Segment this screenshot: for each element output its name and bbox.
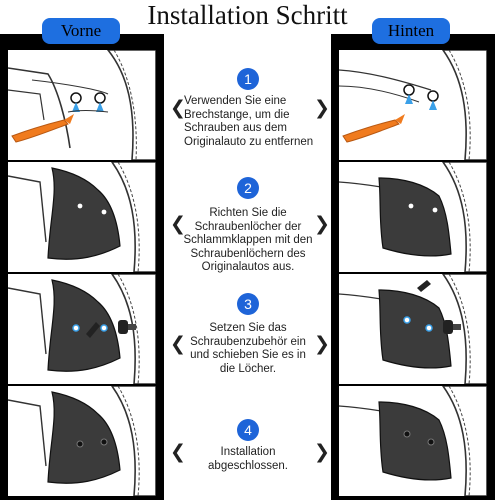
step-2-badge: 2 — [237, 177, 259, 199]
step-2-next-chevron-icon[interactable]: ❯ — [314, 213, 330, 235]
front-step-4-image — [8, 386, 156, 496]
rear-step-3-image — [339, 274, 487, 384]
step-2-prev-chevron-icon[interactable]: ❮ — [170, 213, 186, 235]
step-1-prev-chevron-icon[interactable]: ❮ — [170, 97, 186, 119]
front-step-1-image — [8, 50, 156, 160]
tab-front[interactable]: Vorne — [42, 18, 120, 44]
step-3-text: Setzen Sie das Schraubenzubehör ein und … — [190, 322, 306, 375]
front-step-2-image — [8, 162, 156, 272]
page-title: Installation Schritt — [147, 0, 348, 30]
step-2-text: Richten Sie die Schraubenlöcher der Schl… — [183, 207, 313, 273]
front-step-3-image — [8, 274, 156, 384]
rear-step-4-image — [339, 386, 487, 496]
step-3-next-chevron-icon[interactable]: ❯ — [314, 333, 330, 355]
step-1-badge: 1 — [237, 68, 259, 90]
step-4-badge: 4 — [237, 419, 259, 441]
step-4-prev-chevron-icon[interactable]: ❮ — [170, 441, 186, 463]
step-1-next-chevron-icon[interactable]: ❯ — [314, 97, 330, 119]
step-3-badge: 3 — [237, 293, 259, 315]
tab-rear[interactable]: Hinten — [372, 18, 450, 44]
rear-step-2-image — [339, 162, 487, 272]
step-3-prev-chevron-icon[interactable]: ❮ — [170, 333, 186, 355]
step-1-text: Verwenden Sie eine Brechstange, um die S… — [184, 95, 314, 148]
step-4-text: Installation abgeschlossen. — [208, 446, 288, 472]
rear-step-1-image — [339, 50, 487, 160]
step-4-next-chevron-icon[interactable]: ❯ — [314, 441, 330, 463]
